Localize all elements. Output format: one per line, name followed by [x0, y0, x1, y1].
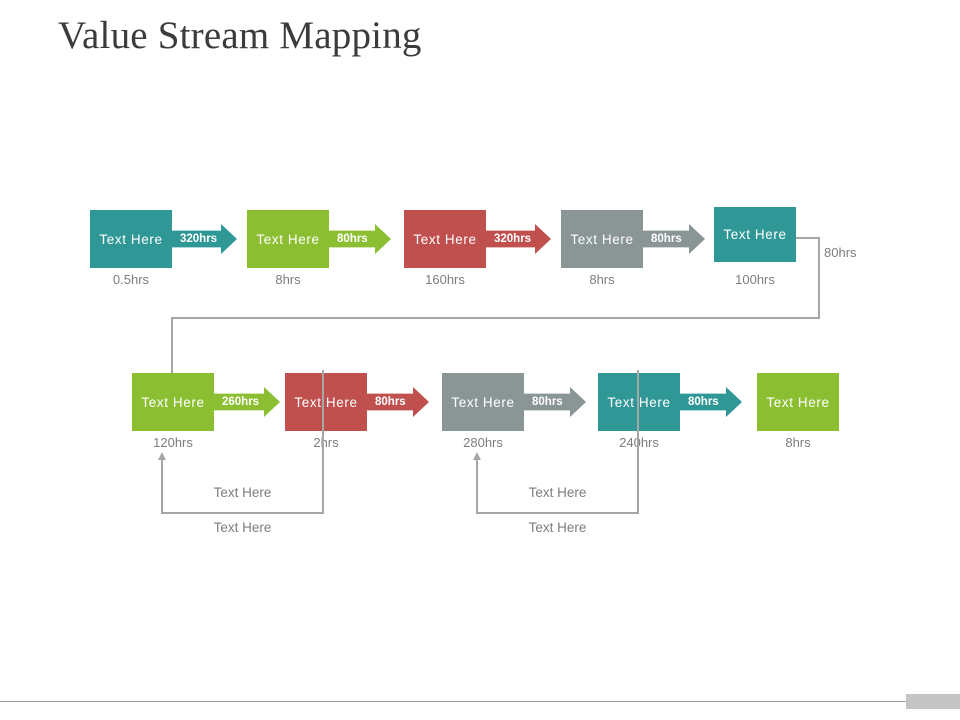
step-hours: 2hrs — [313, 435, 339, 450]
step-arrow-label: 80hrs — [532, 396, 563, 408]
step-box[interactable]: Text Here — [714, 207, 796, 262]
step-arrow-label: 320hrs — [494, 233, 532, 245]
step-hours: 100hrs — [735, 272, 775, 287]
step-label: Text Here — [723, 227, 787, 242]
connector-segment-h1 — [796, 237, 820, 239]
bracket-right-edge — [637, 370, 639, 514]
step-box[interactable]: Text Here — [285, 373, 367, 431]
annotation-bracket-1: Text Here Text Here — [158, 370, 324, 535]
step-arrow: 80hrs — [367, 387, 429, 417]
step-arrow-label: 80hrs — [375, 396, 406, 408]
step-hours: 120hrs — [153, 435, 193, 450]
bracket-right-edge — [322, 370, 324, 514]
step-arrow: 80hrs — [680, 387, 742, 417]
step-label: Text Here — [766, 394, 830, 410]
step-arrow: 80hrs — [643, 224, 705, 254]
bracket-left-edge — [476, 458, 478, 514]
connector-hours-label: 80hrs — [824, 245, 857, 260]
bracket-inner-label: Text Here — [528, 485, 587, 500]
step-box[interactable]: Text Here — [598, 373, 680, 431]
step-box[interactable]: Text Here — [247, 210, 329, 268]
step-hours: 240hrs — [619, 435, 659, 450]
step-arrow: 320hrs — [486, 224, 551, 254]
step-label: Text Here — [294, 394, 358, 410]
bracket-left-edge — [161, 458, 163, 514]
step-box[interactable]: Text Here — [561, 210, 643, 268]
step-hours: 160hrs — [425, 272, 465, 287]
page-title: Value Stream Mapping — [58, 14, 422, 57]
annotation-bracket-2: Text Here Text Here — [473, 370, 639, 535]
step-arrow: 80hrs — [524, 387, 586, 417]
step-box[interactable]: Text Here — [132, 373, 214, 431]
step-arrow-label: 320hrs — [180, 233, 218, 245]
footer-divider — [0, 701, 960, 702]
step-arrow: 260hrs — [214, 387, 280, 417]
step-box[interactable]: Text Here — [404, 210, 486, 268]
connector-segment-v2 — [171, 317, 173, 375]
step-label: Text Here — [141, 394, 205, 410]
step-arrow-label: 260hrs — [222, 396, 260, 408]
bracket-inner-label: Text Here — [213, 485, 272, 500]
step-label: Text Here — [256, 231, 320, 247]
step-box[interactable]: Text Here — [757, 373, 839, 431]
footer-block — [906, 694, 960, 709]
step-hours: 8hrs — [785, 435, 811, 450]
step-arrow-label: 80hrs — [688, 396, 719, 408]
step-arrow: 80hrs — [329, 224, 391, 254]
connector-segment-h2 — [171, 317, 820, 319]
step-arrow: 320hrs — [172, 224, 237, 254]
step-arrow-label: 80hrs — [337, 233, 368, 245]
bracket-under-label: Text Here — [528, 520, 587, 535]
step-hours: 0.5hrs — [112, 272, 150, 287]
bracket-bottom-edge — [161, 512, 324, 514]
step-label: Text Here — [451, 394, 515, 410]
connector-segment-v1 — [818, 237, 820, 319]
bracket-bottom-edge — [476, 512, 639, 514]
step-box[interactable]: Text Here — [442, 373, 524, 431]
step-label: Text Here — [570, 231, 634, 247]
step-box[interactable]: Text Here — [90, 210, 172, 268]
bracket-arrow-icon — [473, 452, 481, 460]
step-hours: 8hrs — [589, 272, 615, 287]
bracket-under-label: Text Here — [213, 520, 272, 535]
step-label: Text Here — [99, 231, 163, 247]
step-label: Text Here — [413, 231, 477, 247]
step-arrow-label: 80hrs — [651, 233, 682, 245]
bracket-arrow-icon — [158, 452, 166, 460]
step-hours: 8hrs — [275, 272, 301, 287]
step-hours: 280hrs — [463, 435, 503, 450]
